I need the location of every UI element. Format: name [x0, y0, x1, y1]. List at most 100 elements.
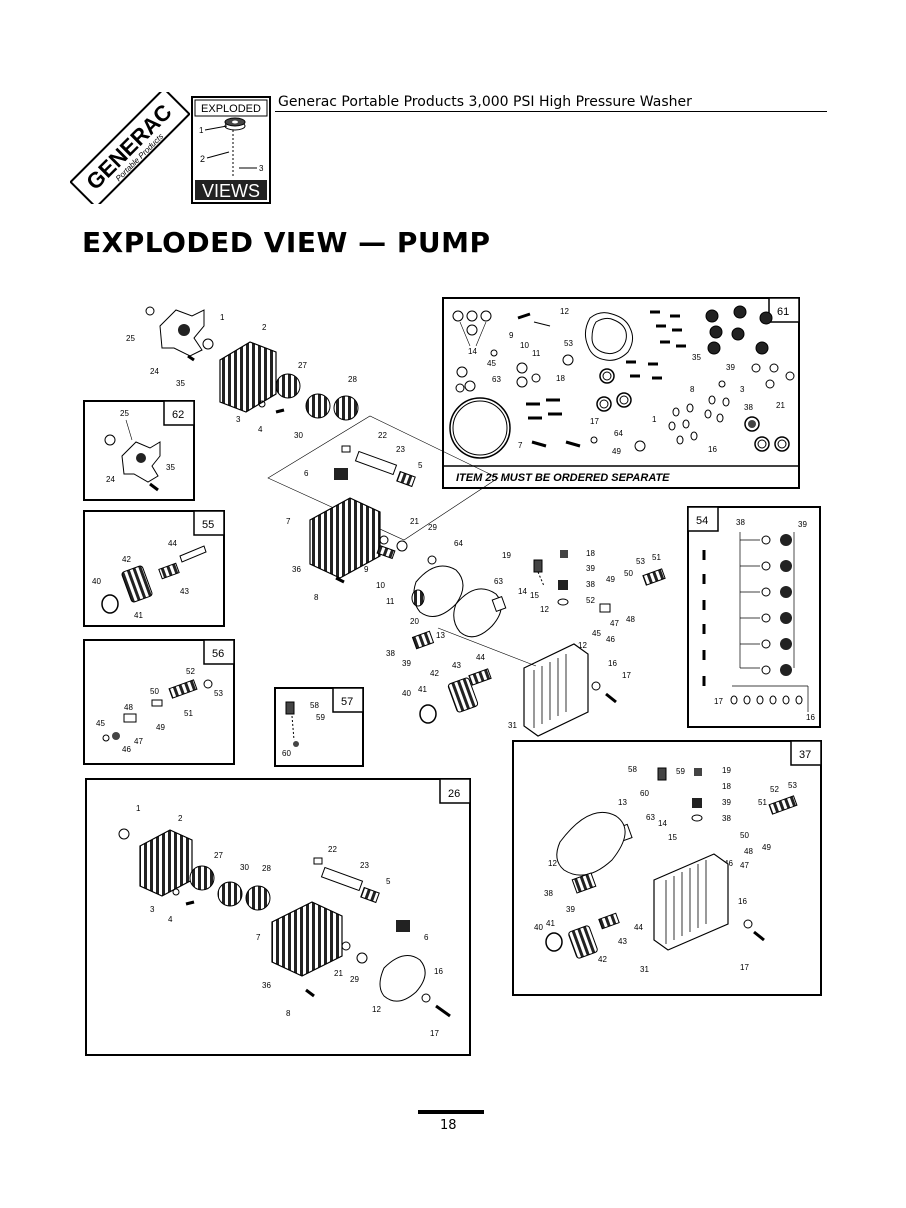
part-label: 35 — [166, 463, 175, 472]
panel-26: 26 1 2 27 30 28 3 4 22 23 5 6 7 36 21 29… — [85, 778, 471, 1056]
part-label: 41 — [418, 685, 427, 694]
panel-note: ITEM 25 MUST BE ORDERED SEPARATE — [456, 472, 670, 484]
panel-tag: 37 — [799, 749, 811, 761]
part-label: 60 — [640, 789, 649, 798]
part-label: 38 — [544, 889, 553, 898]
panel-tag: 56 — [212, 648, 224, 660]
panel-tag: 26 — [448, 788, 460, 800]
part-label: 27 — [298, 361, 307, 370]
part-label: 25 — [120, 409, 129, 418]
part-label: 12 — [578, 641, 587, 650]
badge-top-text: EXPLODED — [201, 103, 261, 115]
part-label: 45 — [487, 359, 496, 368]
part-label: 43 — [618, 937, 627, 946]
part-label: 48 — [124, 703, 133, 712]
part-label: 63 — [494, 577, 503, 586]
part-label: 40 — [92, 577, 101, 586]
part-label: 44 — [634, 923, 643, 932]
part-label: 18 — [586, 549, 595, 558]
part-label: 24 — [106, 475, 115, 484]
part-label: 49 — [606, 575, 615, 584]
part-label: 45 — [96, 719, 105, 728]
part-label: 64 — [454, 539, 463, 548]
part-label: 31 — [508, 721, 517, 730]
part-label: 41 — [546, 919, 555, 928]
part-label: 39 — [586, 564, 595, 573]
part-label: 64 — [614, 429, 623, 438]
part-label: 10 — [520, 341, 529, 350]
part-label: 14 — [658, 819, 667, 828]
part-label: 50 — [740, 831, 749, 840]
page-number: 18 — [440, 1118, 457, 1133]
part-label: 21 — [410, 517, 419, 526]
part-label: 58 — [628, 765, 637, 774]
part-label: 41 — [134, 611, 143, 620]
part-label: 39 — [566, 905, 575, 914]
part-label: 5 — [418, 461, 423, 470]
part-label: 50 — [150, 687, 159, 696]
main-assembly: 25 24 35 1 2 27 28 3 4 30 22 23 5 6 7 36… — [126, 306, 666, 737]
part-label: 46 — [122, 745, 131, 754]
badge-label: 2 — [200, 154, 205, 164]
part-label: 38 — [586, 580, 595, 589]
part-label: 47 — [740, 861, 749, 870]
part-label: 49 — [612, 447, 621, 456]
part-label: 27 — [214, 851, 223, 860]
part-label: 50 — [624, 569, 633, 578]
part-label: 42 — [122, 555, 131, 564]
part-label: 25 — [126, 334, 135, 343]
part-label: 9 — [509, 331, 514, 340]
part-label: 30 — [294, 431, 303, 440]
part-label: 42 — [430, 669, 439, 678]
part-label: 31 — [640, 965, 649, 974]
part-label: 23 — [360, 861, 369, 870]
part-label: 2 — [178, 814, 183, 823]
part-label: 16 — [806, 713, 815, 722]
part-label: 17 — [430, 1029, 439, 1038]
part-label: 28 — [348, 375, 357, 384]
part-label: 11 — [386, 597, 395, 606]
part-label: 44 — [168, 539, 177, 548]
part-label: 4 — [168, 915, 173, 924]
panel-tag: 57 — [341, 696, 353, 708]
part-label: 28 — [262, 864, 271, 873]
part-label: 63 — [646, 813, 655, 822]
part-label: 20 — [410, 617, 419, 626]
part-label: 12 — [548, 859, 557, 868]
part-label: 19 — [722, 766, 731, 775]
part-label: 18 — [722, 782, 731, 791]
panel-56: 56 52 53 50 51 48 49 45 47 46 — [83, 639, 235, 765]
part-label: 52 — [186, 667, 195, 676]
part-label: 22 — [378, 431, 387, 440]
part-label: 40 — [534, 923, 543, 932]
part-label: 52 — [770, 785, 779, 794]
part-label: 6 — [304, 469, 309, 478]
part-label: 38 — [722, 814, 731, 823]
part-label: 12 — [560, 307, 569, 316]
part-label: 45 — [592, 629, 601, 638]
part-label: 15 — [530, 591, 539, 600]
panel-62: 62 25 24 35 — [83, 400, 195, 501]
part-label: 1 — [136, 804, 141, 813]
part-label: 39 — [798, 520, 807, 529]
panel-tag: 61 — [777, 306, 789, 318]
page-title: EXPLODED VIEW — PUMP — [82, 226, 491, 259]
part-label: 29 — [350, 975, 359, 984]
part-label: 35 — [692, 353, 701, 362]
part-label: 38 — [744, 403, 753, 412]
part-label: 17 — [740, 963, 749, 972]
panel-57: 57 58 59 60 — [274, 687, 364, 767]
part-label: 29 — [428, 523, 437, 532]
part-label: 7 — [518, 441, 523, 450]
panel-tag: 54 — [696, 515, 708, 527]
part-label: 49 — [762, 843, 771, 852]
part-label: 12 — [372, 1005, 381, 1014]
badge-bottom-text: VIEWS — [202, 181, 260, 201]
part-label: 63 — [492, 375, 501, 384]
part-label: 16 — [738, 897, 747, 906]
part-label: 39 — [722, 798, 731, 807]
exploded-views-badge: EXPLODED 1 2 3 VIEWS — [191, 96, 271, 204]
part-label: 8 — [690, 385, 695, 394]
part-label: 53 — [636, 557, 645, 566]
